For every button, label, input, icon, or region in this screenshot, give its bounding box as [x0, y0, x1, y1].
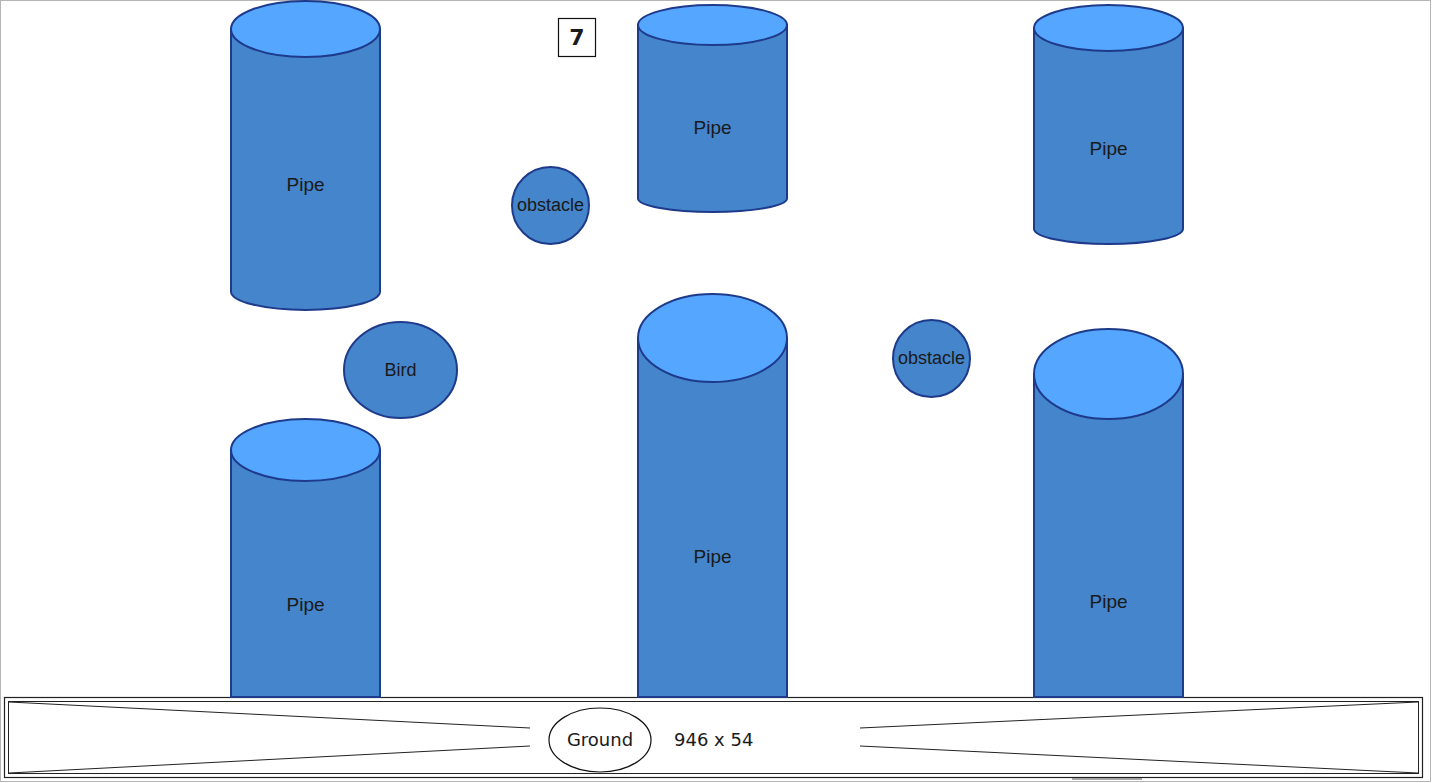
node-text: Pipe [1033, 590, 1184, 614]
pipe-body [638, 338, 787, 697]
node-text: Pipe [230, 593, 381, 617]
ground-mark [1072, 779, 1142, 780]
pipe: Pipe [230, 0, 381, 311]
node-text: Pipe [230, 173, 381, 197]
pipe-cap [1034, 329, 1183, 419]
node-text: obstacle [511, 193, 590, 217]
pipe-cap [638, 5, 787, 45]
node-text: Pipe [637, 545, 788, 569]
node-outline [230, 418, 381, 697]
pipe: Pipe [1033, 4, 1184, 245]
node-outline [637, 4, 788, 213]
pipe: Pipe [1033, 328, 1184, 697]
pipe-cap [638, 294, 787, 382]
pipe-cap [231, 1, 380, 57]
pipe-cap [231, 419, 380, 481]
node-outline [230, 0, 381, 311]
node-text: 7 [558, 26, 596, 50]
ground-label-ellipse: Ground [548, 707, 652, 773]
pipe-cap [1034, 5, 1183, 51]
node-text: Bird [343, 358, 458, 382]
pipe-body [1034, 28, 1183, 244]
score-box: 7 [558, 18, 596, 57]
node-text: Ground [548, 728, 652, 752]
pipe-body [231, 29, 380, 310]
obstacle-circle: obstacle [511, 166, 590, 245]
node-outline [1033, 328, 1184, 697]
ground-ellipse [549, 708, 651, 772]
pipe: Pipe [637, 293, 788, 697]
node-outline [1033, 4, 1184, 245]
node-text: Pipe [1033, 137, 1184, 161]
node-text: Pipe [637, 116, 788, 140]
pipe-body [231, 450, 380, 697]
pipe: Pipe [637, 4, 788, 213]
score-outline [559, 19, 596, 57]
placeholder-cross [9, 702, 1418, 773]
bird-ellipse: Bird [343, 321, 458, 419]
node-outline [637, 293, 788, 697]
obstacle-circle: obstacle [892, 319, 971, 398]
dimension-label: 946 x 54 [674, 729, 753, 751]
node-text: obstacle [892, 346, 971, 370]
pipe-body [638, 25, 787, 212]
round-shape [893, 320, 970, 397]
round-shape [512, 167, 589, 244]
pipe: Pipe [230, 418, 381, 697]
round-shape [344, 322, 457, 418]
pipe-body [1034, 374, 1183, 697]
ground-placeholder [9, 702, 1419, 774]
ground-band [5, 698, 1423, 778]
